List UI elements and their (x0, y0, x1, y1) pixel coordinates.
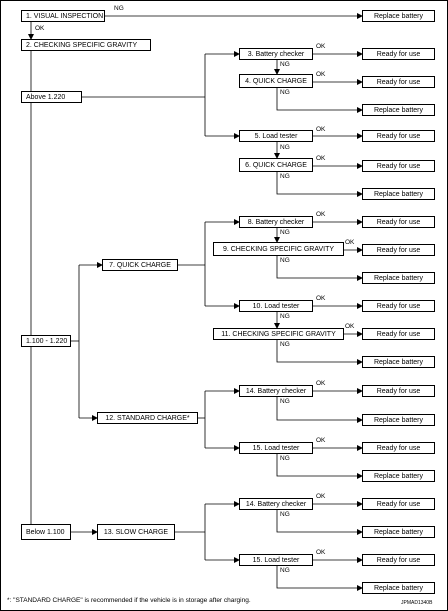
ng-label: NG (280, 341, 290, 348)
ng-label: NG (280, 89, 290, 96)
ng-label: NG (280, 398, 290, 405)
result-ready-for-use: Ready for use (362, 385, 435, 397)
ng-label: NG (280, 173, 290, 180)
ok-label: OK (316, 126, 326, 133)
step-7-quick-charge: 7. QUICK CHARGE (102, 259, 178, 271)
step-14-battery-checker-slow: 14. Battery checker (239, 498, 313, 510)
result-replace-battery: Replace battery (362, 356, 435, 368)
result-ready-for-use: Ready for use (362, 328, 435, 340)
ok-label: OK (316, 71, 326, 78)
ok-label: OK (316, 549, 326, 556)
result-ready-for-use: Ready for use (362, 160, 435, 172)
result-replace-battery: Replace battery (362, 10, 435, 22)
step-5-load-tester: 5. Load tester (239, 130, 313, 142)
result-replace-battery: Replace battery (362, 582, 435, 594)
step-8-battery-checker: 8. Battery checker (239, 216, 313, 228)
result-ready-for-use: Ready for use (362, 130, 435, 142)
ng-label: NG (280, 257, 290, 264)
result-ready-for-use: Ready for use (362, 498, 435, 510)
figure-code: JPMAD1340B (401, 600, 433, 606)
result-ready-for-use: Ready for use (362, 48, 435, 60)
result-replace-battery: Replace battery (362, 470, 435, 482)
ng-label: NG (280, 567, 290, 574)
result-ready-for-use: Ready for use (362, 300, 435, 312)
step-11-checking-specific-gravity: 11. CHECKING SPECIFIC GRAVITY (213, 328, 344, 340)
ok-label: OK (316, 211, 326, 218)
result-replace-battery: Replace battery (362, 272, 435, 284)
ng-label: NG (280, 455, 290, 462)
ok-label: OK (316, 295, 326, 302)
ok-label: OK (316, 493, 326, 500)
ng-label: NG (280, 511, 290, 518)
step-9-checking-specific-gravity: 9. CHECKING SPECIFIC GRAVITY (213, 242, 344, 256)
ng-label: NG (280, 144, 290, 151)
range-above-1220: Above 1.220 (21, 91, 82, 103)
ok-label: OK (35, 25, 45, 32)
result-ready-for-use: Ready for use (362, 76, 435, 88)
step-14-battery-checker: 14. Battery checker (239, 385, 313, 397)
ng-label: NG (280, 229, 290, 236)
step-13-slow-charge: 13. SLOW CHARGE (97, 524, 175, 540)
result-replace-battery: Replace battery (362, 414, 435, 426)
range-1100-1220: 1.100 - 1.220 (21, 335, 71, 347)
result-ready-for-use: Ready for use (362, 442, 435, 454)
step-15-load-tester-slow: 15. Load tester (239, 554, 313, 566)
ok-label: OK (316, 437, 326, 444)
step-4-quick-charge: 4. QUICK CHARGE (239, 74, 313, 88)
ok-label: OK (345, 239, 355, 246)
step-1-visual-inspection: 1. VISUAL INSPECTION (21, 10, 105, 22)
result-replace-battery: Replace battery (362, 188, 435, 200)
ng-label: NG (280, 61, 290, 68)
range-below-1100: Below 1.100 (21, 524, 71, 540)
step-6-quick-charge: 6. QUICK CHARGE (239, 158, 313, 172)
result-replace-battery: Replace battery (362, 526, 435, 538)
ok-label: OK (316, 43, 326, 50)
result-ready-for-use: Ready for use (362, 554, 435, 566)
result-ready-for-use: Ready for use (362, 216, 435, 228)
step-12-standard-charge: 12. STANDARD CHARGE* (97, 412, 198, 424)
result-ready-for-use: Ready for use (362, 244, 435, 256)
ok-label: OK (316, 155, 326, 162)
ng-label: NG (280, 313, 290, 320)
step-10-load-tester: 10. Load tester (239, 300, 313, 312)
step-2-checking-specific-gravity: 2. CHECKING SPECIFIC GRAVITY (21, 39, 151, 51)
step-15-load-tester: 15. Load tester (239, 442, 313, 454)
result-replace-battery: Replace battery (362, 104, 435, 116)
ok-label: OK (345, 323, 355, 330)
ng-label: NG (114, 5, 124, 12)
step-3-battery-checker: 3. Battery checker (239, 48, 313, 60)
footnote: *: "STANDARD CHARGE" is recommended if t… (7, 597, 251, 604)
ok-label: OK (316, 380, 326, 387)
